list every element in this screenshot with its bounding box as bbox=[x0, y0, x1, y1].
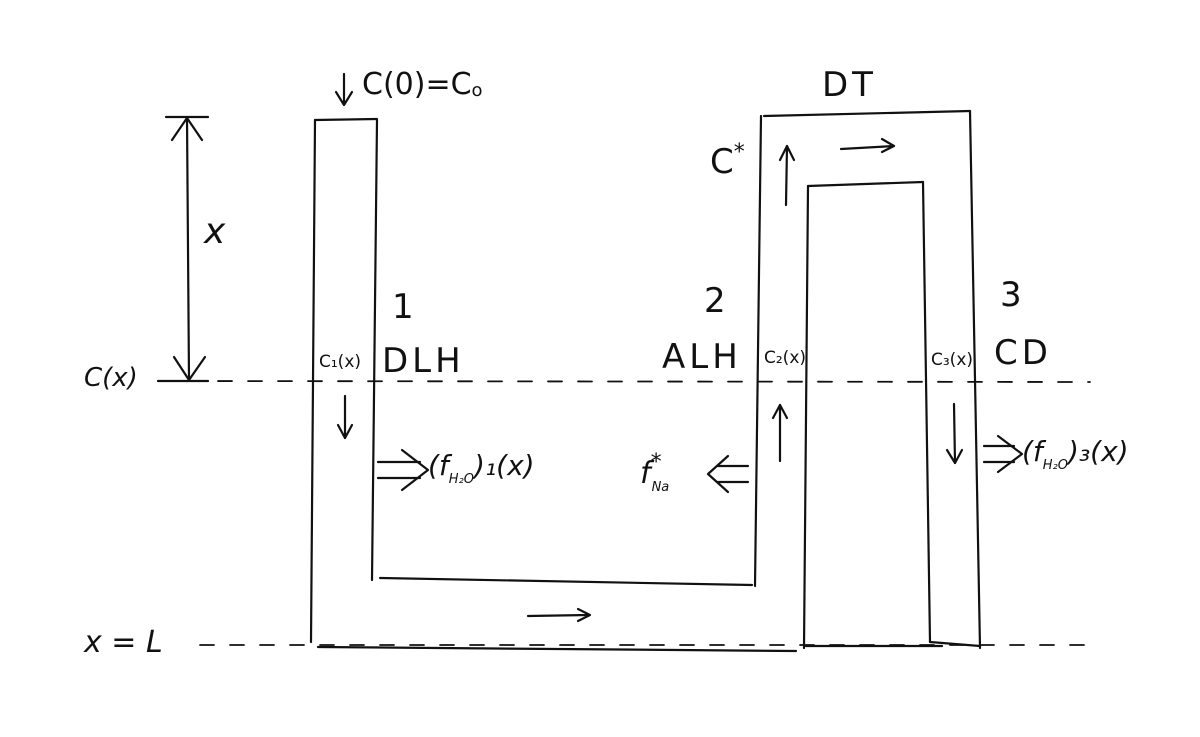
segment-alh-label: ALH bbox=[662, 337, 742, 377]
alh-flux-arrowhead bbox=[706, 454, 730, 494]
dlh-down-arrowhead bbox=[336, 423, 354, 440]
segment-number-2: 2 bbox=[704, 281, 726, 321]
cx-dashed-line bbox=[157, 380, 1091, 383]
cd-down-arrow-shaft bbox=[952, 402, 957, 465]
dlh-top-cap bbox=[313, 117, 379, 122]
alh-inner-wall bbox=[753, 114, 763, 588]
c1-label: C₁(x) bbox=[319, 352, 362, 372]
dim-arrowhead-up bbox=[170, 116, 204, 142]
concentration-cx-label: C(x) bbox=[84, 363, 138, 393]
dt-up-arrow-shaft bbox=[784, 144, 789, 207]
water-flux-cd-label: (fH₂O)₃(x) bbox=[1022, 435, 1129, 473]
segment-number-1: 1 bbox=[392, 287, 414, 327]
water-flux-dlh-label: (fH₂O)₁(x) bbox=[428, 449, 535, 487]
loop-flow-arrowhead bbox=[576, 607, 592, 623]
dimension-x-label: x bbox=[204, 211, 226, 252]
dt-top-outer bbox=[762, 109, 972, 118]
loop-outer-bottom bbox=[316, 645, 798, 653]
cd-inner-wall bbox=[921, 180, 932, 644]
inlet-condition-label: C(0)=Co bbox=[362, 67, 483, 102]
dlh-inner-wall bbox=[370, 118, 379, 582]
bottom-boundary-label: x = L bbox=[84, 625, 163, 660]
dt-outer-right bbox=[968, 109, 982, 650]
c3-label: C₃(x) bbox=[931, 350, 974, 370]
segment-dlh-label: DLH bbox=[382, 341, 465, 381]
segment-number-3: 3 bbox=[1000, 275, 1022, 315]
dt-up-arrowhead bbox=[778, 144, 796, 162]
loop-inner-bottom bbox=[378, 576, 754, 587]
dlh-outer-wall bbox=[309, 118, 317, 644]
c2-label: C₂(x) bbox=[764, 348, 807, 368]
cd-bottom bbox=[928, 640, 982, 648]
dt-top-inner bbox=[806, 180, 925, 188]
dt-right-arrow-shaft bbox=[839, 144, 896, 151]
dt-right-arrowhead bbox=[880, 137, 896, 154]
dim-shaft bbox=[185, 116, 191, 382]
alh-outer-wall bbox=[802, 184, 810, 650]
inlet-arrowhead bbox=[334, 90, 354, 107]
segment-cd-label: CD bbox=[994, 333, 1052, 373]
dlh-flux-arrowhead bbox=[400, 448, 430, 492]
cd-down-arrowhead bbox=[945, 448, 964, 465]
alh-up-arrowhead bbox=[771, 403, 789, 420]
segment-dt-label: DT bbox=[822, 65, 877, 105]
sodium-flux-label: f*Na bbox=[640, 450, 670, 495]
dim-arrowhead-down bbox=[172, 355, 207, 382]
cd-flux-arrowhead bbox=[996, 434, 1024, 474]
loop-flow-arrow-shaft bbox=[526, 613, 590, 618]
c-star-label: C* bbox=[710, 140, 745, 182]
